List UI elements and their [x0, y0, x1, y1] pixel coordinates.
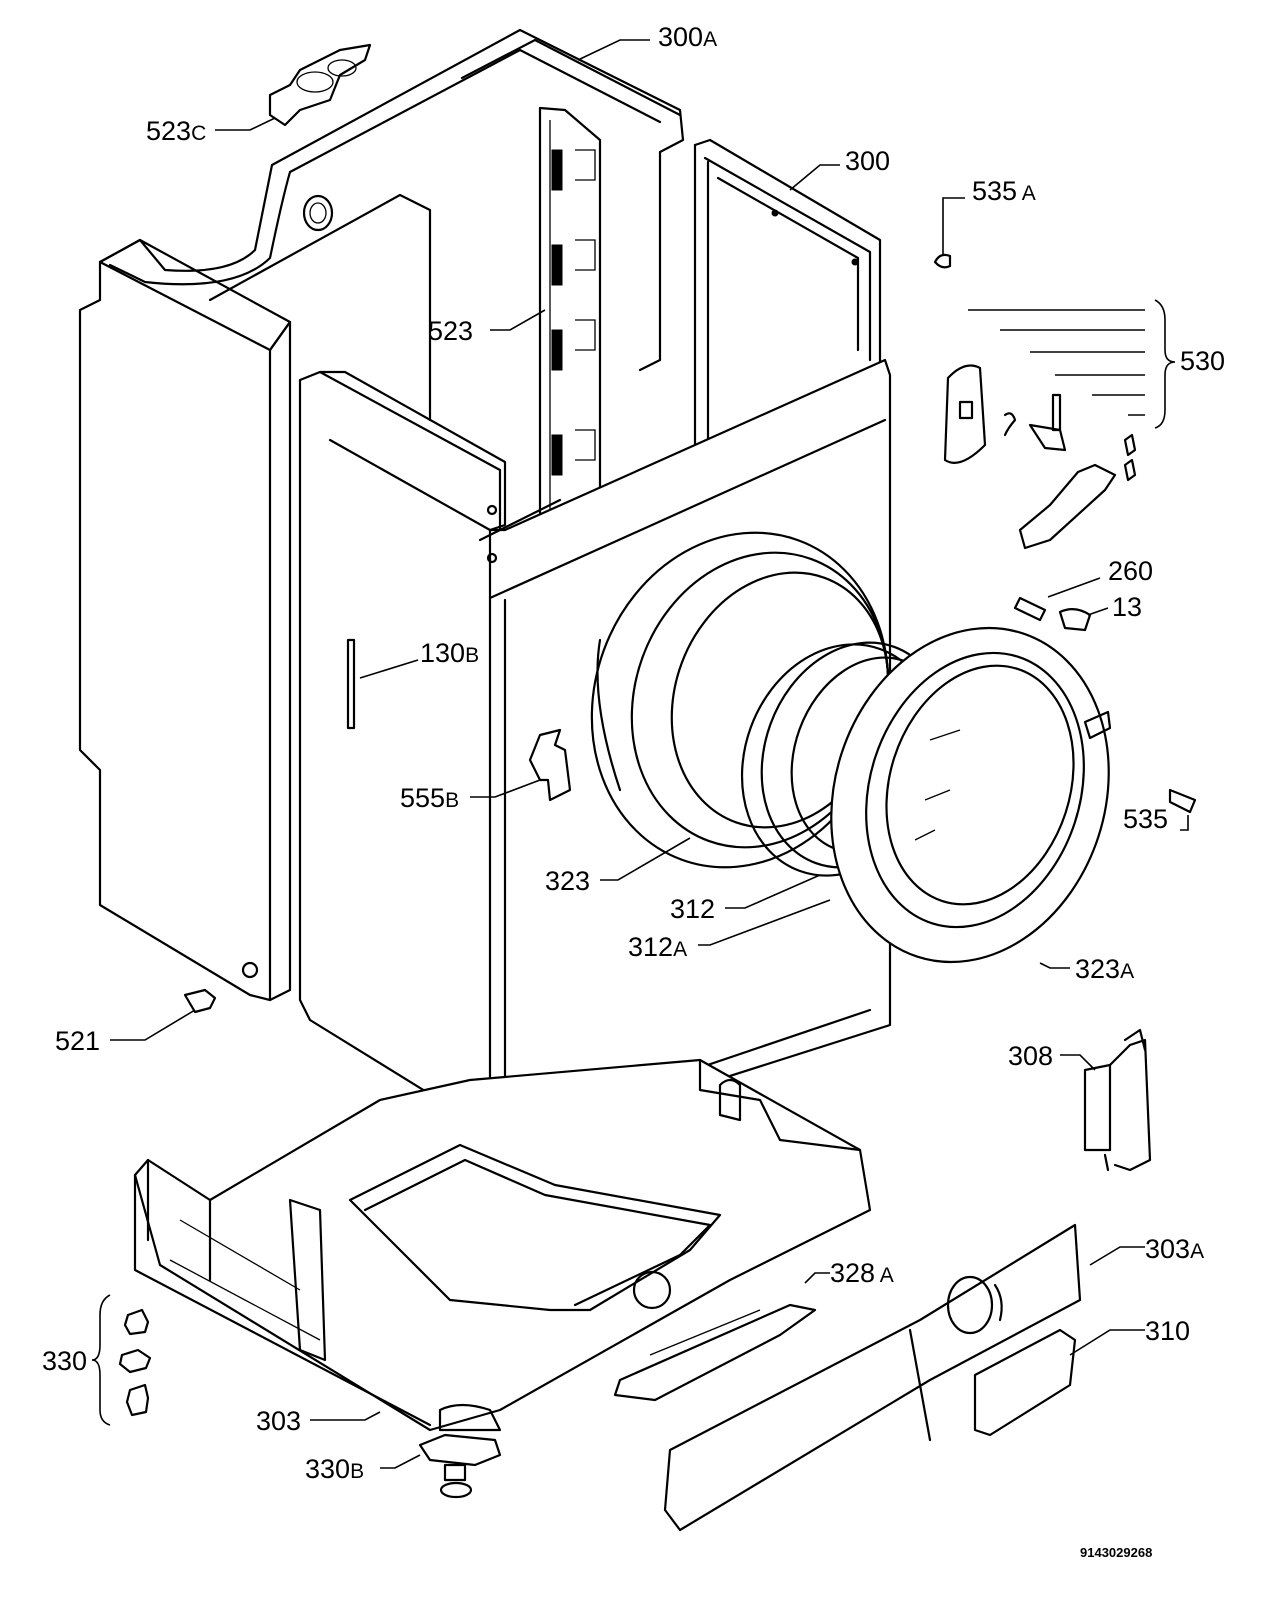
spring-260: [1013, 596, 1047, 622]
pin-13: [1058, 608, 1092, 632]
callout-308: 308: [1008, 1041, 1054, 1071]
drawer-parts: [613, 1223, 1082, 1532]
callout-523c: 523C: [146, 116, 207, 146]
door-frame-323a: [830, 626, 1112, 964]
callout-323a: 323A: [1075, 954, 1135, 984]
callout-13: 13: [1112, 592, 1143, 622]
top-clip-523c: [268, 43, 372, 127]
callout-330b: 330B: [305, 1454, 365, 1484]
callout-521: 521: [55, 1026, 101, 1056]
drawer-front-303a: [663, 1223, 1082, 1532]
callout-330: 330: [42, 1346, 88, 1376]
inner-bracket-523: [538, 106, 602, 542]
callout-523: 523: [428, 316, 474, 346]
document-number: 9143029268: [1080, 1545, 1153, 1560]
pin-535: [1168, 788, 1197, 814]
callout-535a: 535 A: [972, 176, 1036, 206]
callout-300: 300: [845, 146, 891, 176]
callout-130b: 130B: [420, 638, 480, 668]
leader-lines: [91, 39, 1189, 1469]
callout-328a: 328 A: [830, 1258, 894, 1288]
feet-330: [118, 1308, 502, 1499]
callout-260: 260: [1108, 556, 1154, 586]
callout-300a: 300A: [658, 22, 718, 52]
cap-535a: [933, 253, 952, 269]
base-frame-303: [133, 1058, 872, 1432]
left-side-panel: [78, 238, 292, 1002]
callout-323: 323: [545, 866, 591, 896]
small-parts: [183, 253, 1197, 1014]
screw-521: [183, 988, 217, 1014]
drawer-grille-328a: [613, 1303, 817, 1402]
callout-535: 535: [1123, 804, 1169, 834]
callout-530: 530: [1180, 346, 1226, 376]
callout-310: 310: [1145, 1316, 1191, 1346]
callout-312a: 312A: [628, 932, 688, 962]
hinge-308: [1083, 1028, 1152, 1172]
callout-303: 303: [256, 1406, 302, 1436]
callout-555b: 555B: [400, 783, 460, 813]
cabinet-top-frame-300a: [98, 28, 685, 422]
callout-312: 312: [670, 894, 716, 924]
callout-303a: 303A: [1145, 1234, 1205, 1264]
door-handle-assembly-530: [943, 364, 1137, 550]
drawer-cover-310: [973, 1328, 1077, 1437]
